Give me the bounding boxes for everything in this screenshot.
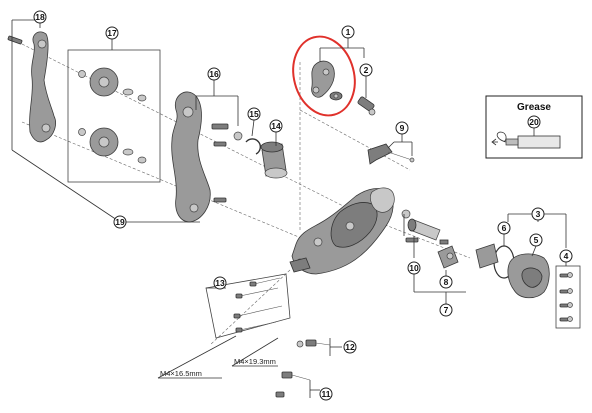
grease-tube-icon [491,131,561,149]
svg-text:19: 19 [115,217,125,227]
svg-text:18: 18 [35,12,45,22]
callout-6: 6 [497,221,511,235]
callout-13: 13 [213,276,227,290]
cover-plate [507,253,550,299]
gear-unit [437,239,459,269]
callout-9: 9 [395,121,409,135]
axis-guide-lines [21,43,471,346]
callout-20: 20 [527,115,541,129]
dimension-label-m4-16-5: M4×16.5mm [160,369,202,378]
callout-11: 11 [319,387,333,401]
highlight-ring [292,35,356,117]
pulley-set-box [67,49,161,183]
callout-19: 19 [113,215,127,229]
stop-screw [296,339,331,348]
svg-text:6: 6 [502,223,507,233]
callout-3: 3 [531,207,545,221]
pivot-shaft [401,209,441,243]
callout-1: 1 [341,25,355,39]
upper-pulley [78,67,147,102]
svg-text:13: 13 [215,278,225,288]
b-tension-bracket [311,60,343,101]
inner-cage-plate [171,91,243,223]
svg-text:3: 3 [536,209,541,219]
svg-text:7: 7 [444,305,449,315]
clip-ring [245,138,262,155]
end-screw [275,371,311,398]
svg-text:12: 12 [345,342,355,352]
svg-text:20: 20 [529,117,539,127]
svg-text:11: 11 [322,389,331,399]
cover-screws-box [555,265,581,329]
svg-text:16: 16 [209,69,219,79]
svg-text:17: 17 [107,28,117,38]
svg-text:2: 2 [364,65,369,75]
callout-7: 7 [439,303,453,317]
cable-fixing-unit [367,143,415,165]
svg-text:4: 4 [564,251,569,261]
svg-text:1: 1 [346,27,351,37]
outer-cage-plate [7,31,56,143]
spring-cylinder [260,141,288,179]
callout-14: 14 [269,119,283,133]
callout-16: 16 [207,67,221,81]
dimension-label-m4-19-3: M4×19.3mm [234,357,276,366]
callout-10: 10 [407,261,421,275]
callout-17: 17 [105,26,119,40]
grease-title: Grease [517,102,551,113]
callout-8: 8 [439,275,453,289]
svg-text:14: 14 [271,121,281,131]
svg-text:9: 9 [400,123,405,133]
lower-pulley [78,127,147,164]
callout-5: 5 [529,233,543,247]
leader-lines [11,16,567,398]
callout-12: 12 [343,340,357,354]
long-screw-set [205,273,291,339]
svg-text:15: 15 [249,109,259,119]
callout-4: 4 [559,249,573,263]
svg-text:5: 5 [534,235,539,245]
svg-text:8: 8 [444,277,449,287]
svg-text:10: 10 [409,263,419,273]
callout-18: 18 [33,10,47,24]
derailleur-main-body [289,187,395,275]
callout-2: 2 [359,63,373,77]
adjust-bolt [357,96,376,116]
callout-15: 15 [247,107,261,121]
callout-group: 18 17 16 15 14 1 2 9 19 3 6 5 4 10 8 7 1… [33,10,573,401]
